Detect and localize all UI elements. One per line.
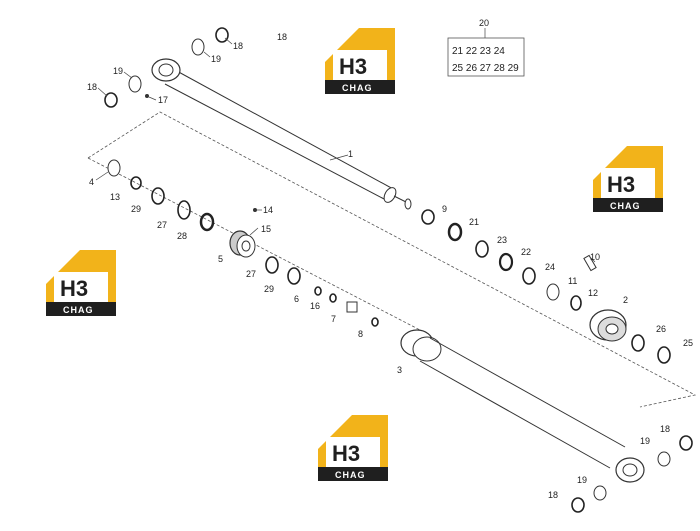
kit-box: 21 22 23 24 25 26 27 28 29	[447, 28, 525, 77]
watermark-logo: H3 CHAG	[325, 28, 395, 94]
logo-mark: H3	[60, 276, 88, 301]
label-17: 17	[158, 95, 168, 105]
label-13: 13	[110, 192, 120, 202]
label-11: 11	[568, 276, 577, 286]
label-1: 1	[348, 149, 353, 159]
label-29-left: 29	[131, 204, 141, 214]
label-10: 10	[590, 252, 600, 262]
logo-sub: CHAG	[610, 201, 641, 211]
logo-sub: CHAG	[335, 470, 366, 480]
label-19-left: 19	[113, 66, 123, 76]
watermark-logo: H3 CHAG	[593, 146, 663, 212]
seal-rings	[104, 27, 693, 513]
label-8: 8	[358, 329, 363, 339]
small-parts	[145, 94, 597, 313]
label-5: 5	[218, 254, 223, 264]
cylinder-tube	[400, 329, 645, 483]
kit-row-2: 25 26 27 28 29	[452, 63, 519, 74]
label-4: 4	[89, 177, 94, 187]
label-3: 3	[397, 365, 402, 375]
label-20: 20	[479, 18, 489, 28]
watermark-logo: H3 CHAG	[46, 250, 116, 316]
label-19-right: 19	[640, 436, 650, 446]
watermark-logo: H3 CHAG	[318, 415, 388, 481]
logo-mark: H3	[607, 172, 635, 197]
label-26: 26	[656, 324, 666, 334]
label-14: 14	[263, 205, 273, 215]
leader-lines	[95, 37, 596, 263]
label-18-bottom: 18	[548, 490, 558, 500]
gland-head	[589, 309, 627, 342]
label-16: 16	[310, 301, 320, 311]
logo-sub: CHAG	[342, 83, 373, 93]
dashed-assembly-line	[87, 111, 697, 408]
label-18-top: 18	[233, 41, 243, 51]
label-15: 15	[261, 224, 271, 234]
label-29-mid: 29	[264, 284, 274, 294]
logo-sub: CHAG	[63, 305, 94, 315]
label-21: 21	[469, 217, 479, 227]
logo-mark: H3	[339, 54, 367, 79]
label-24: 24	[545, 262, 555, 272]
label-9: 9	[442, 204, 447, 214]
kit-row-1: 21 22 23 24	[452, 46, 505, 57]
label-19-bottom: 19	[577, 475, 587, 485]
label-18-right: 18	[660, 424, 670, 434]
logo-mark: H3	[332, 441, 360, 466]
label-19-top: 19	[211, 54, 221, 64]
label-25: 25	[683, 338, 693, 348]
label-28: 28	[177, 231, 187, 241]
label-27-mid: 27	[246, 269, 256, 279]
part-labels: 1 2 3 4 5 6 7 8 9 10 11 12 13 14 15 16 1…	[87, 18, 693, 500]
label-18-left: 18	[87, 82, 97, 92]
label-7: 7	[331, 314, 336, 324]
label-23: 23	[497, 235, 507, 245]
label-6: 6	[294, 294, 299, 304]
label-2: 2	[623, 295, 628, 305]
piston	[229, 230, 256, 258]
label-22: 22	[521, 247, 531, 257]
label-12: 12	[588, 288, 598, 298]
piston-rod	[151, 58, 412, 210]
label-18-top-b: 18	[277, 32, 287, 42]
label-27-left: 27	[157, 220, 167, 230]
